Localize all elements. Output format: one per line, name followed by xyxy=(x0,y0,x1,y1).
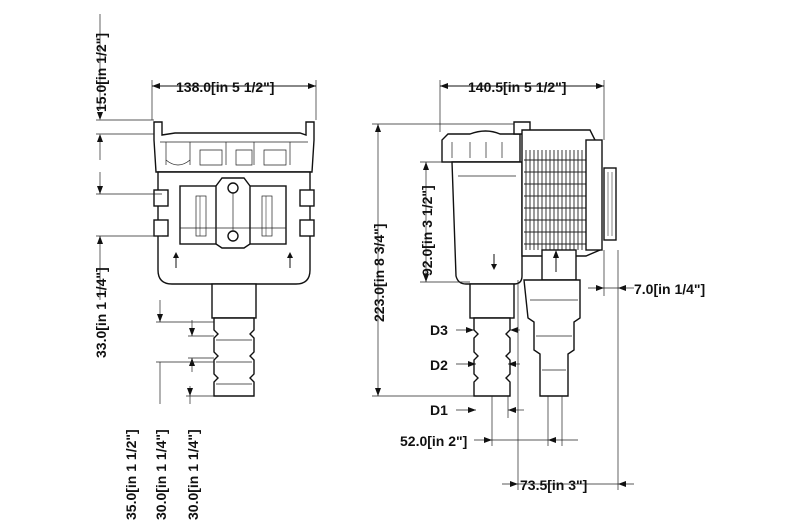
diameter-label-d2: D2 xyxy=(430,357,448,373)
side-right-barb xyxy=(523,279,581,397)
front-barb xyxy=(211,283,257,397)
side-strainer xyxy=(521,129,617,257)
side-depth-label: 73.5[in 3"] xyxy=(520,477,587,493)
diameter-label-d1: D1 xyxy=(430,402,448,418)
side-left-barb xyxy=(469,283,515,397)
front-body xyxy=(153,171,315,285)
side-height-label: 223.0[in 8 3/4"] xyxy=(371,224,387,322)
side-outlet-label: 52.0[in 2"] xyxy=(400,433,467,449)
front-barb-label-1: 35.0[in 1 1/2"] xyxy=(123,429,139,520)
front-barb-label-2: 30.0[in 1 1/4"] xyxy=(153,429,169,520)
front-cap xyxy=(153,121,315,173)
front-body-label: 33.0[in 1 1/4"] xyxy=(93,267,109,358)
diameter-label-d3: D3 xyxy=(430,322,448,338)
front-width-label: 138.0[in 5 1/2"] xyxy=(176,79,274,95)
side-width-label: 140.5[in 5 1/2"] xyxy=(468,79,566,95)
side-offset-label: 7.0[in 1/4"] xyxy=(634,281,705,297)
front-barb-label-3: 30.0[in 1 1/4"] xyxy=(185,429,201,520)
side-upper-label: 92.0[in 3 1/2"] xyxy=(419,185,435,276)
side-view: 140.5[in 5 1/2"] xyxy=(371,79,705,493)
front-top-offset-label: 15.0[in 1/2"] xyxy=(93,33,109,112)
front-view: 138.0[in 5 1/2"] xyxy=(93,14,317,520)
